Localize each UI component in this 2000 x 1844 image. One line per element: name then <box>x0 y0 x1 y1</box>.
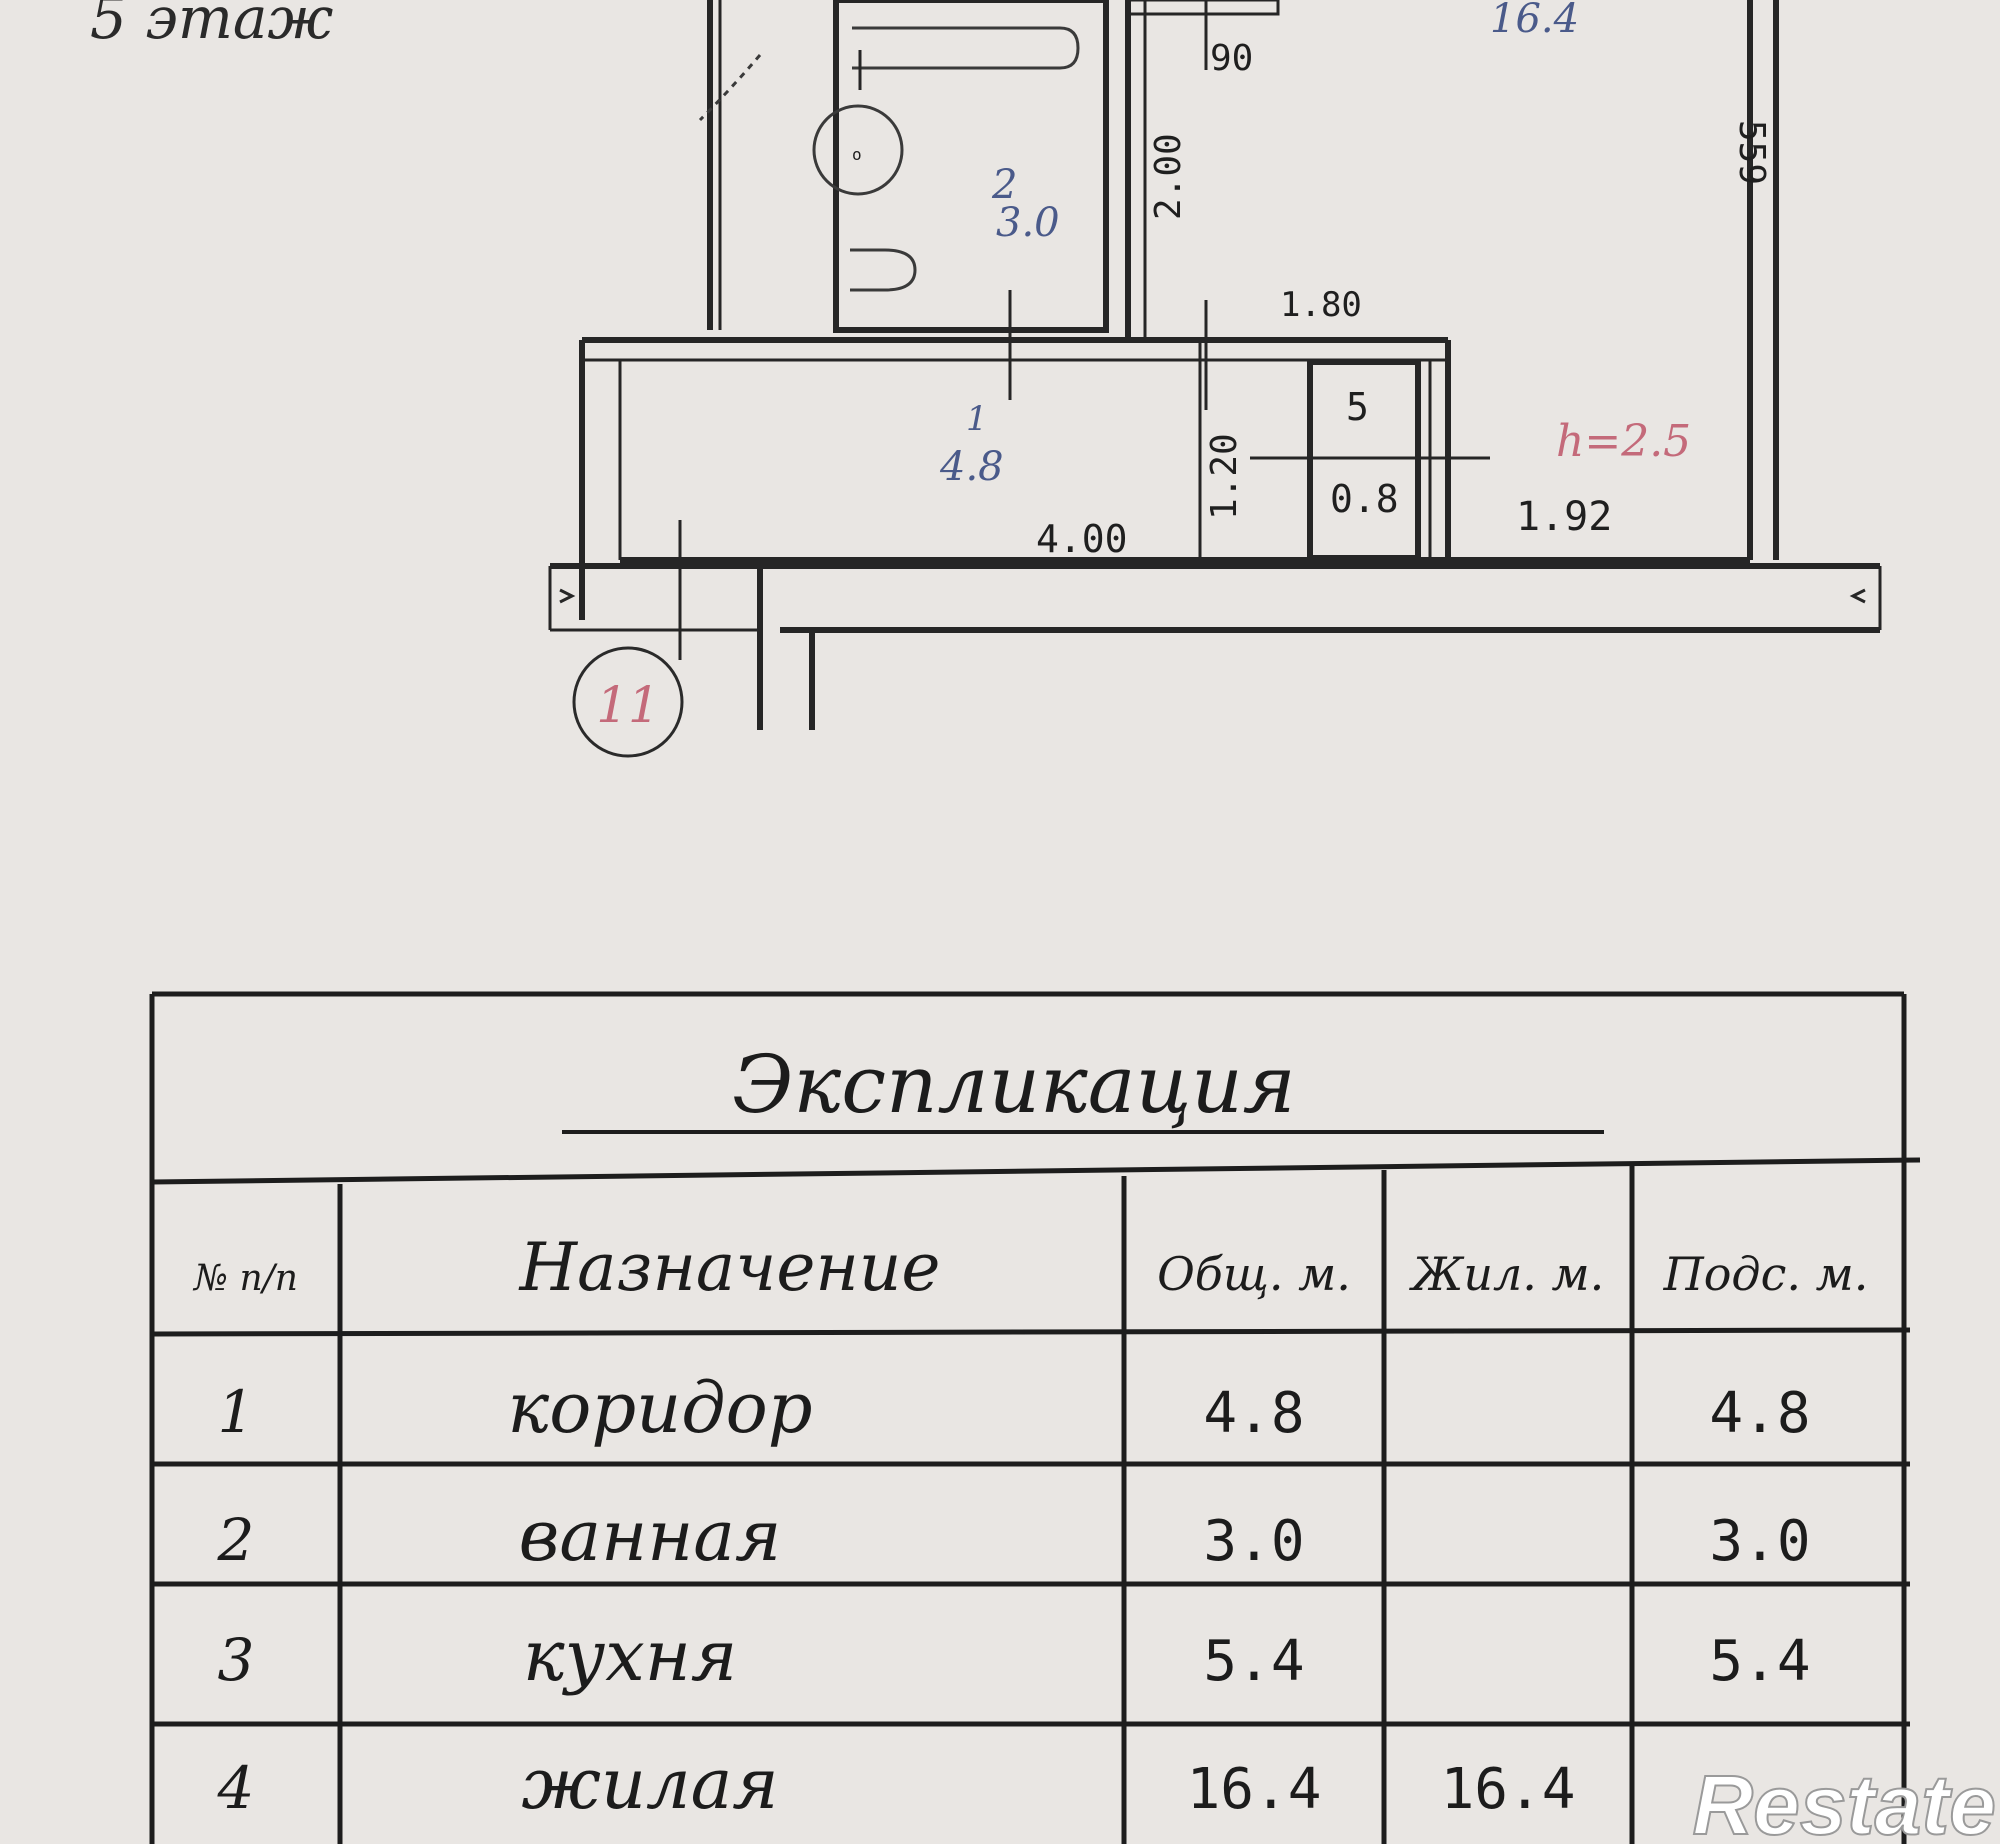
row-2-total: 3.0 <box>1203 1509 1304 1574</box>
storage-room: 5 0.8 <box>1250 359 1490 561</box>
storage-area: 0.8 <box>1330 477 1399 521</box>
row-1-aux: 4.8 <box>1709 1381 1810 1446</box>
dim-4-00: 4.00 <box>1036 517 1128 561</box>
corridor-number: 1 <box>966 399 988 439</box>
svg-text:o: o <box>852 145 862 164</box>
dim-1-20: 1.20 <box>1204 433 1245 520</box>
header-living: Жил. м. <box>1409 1247 1605 1301</box>
row-2-aux: 3.0 <box>1709 1509 1810 1574</box>
bath-area: 3.0 <box>996 200 1060 246</box>
row-1-total: 4.8 <box>1203 1381 1304 1446</box>
dim-2-00: 2.00 <box>1148 133 1189 220</box>
header-purpose: Назначение <box>519 1229 941 1306</box>
row-4-living: 16.4 <box>1441 1757 1576 1822</box>
dim-1-92: 1.92 <box>1516 494 1612 540</box>
table-row: 3 кухня 5.4 5.4 <box>218 1615 1811 1697</box>
floor-label: 5 этаж <box>90 0 333 52</box>
stair-marker-circle <box>572 646 684 758</box>
explication-table-grid <box>149 991 1921 1844</box>
corridor-area: 4.8 <box>939 444 1004 490</box>
header-num: № п/п <box>192 1258 298 1299</box>
row-3-total: 5.4 <box>1203 1629 1304 1694</box>
table-row: 1 коридор 4.8 4.8 <box>218 1367 1811 1449</box>
corridor-walls <box>548 290 1882 730</box>
watermark-logo: Restate <box>1693 1758 1996 1844</box>
table-row: 2 ванная 3.0 3.0 <box>217 1495 1811 1577</box>
bathroom-room: o 2 3.0 <box>812 0 1109 333</box>
storage-number: 5 <box>1346 385 1369 429</box>
dim-90: 90 <box>1210 38 1253 79</box>
ceiling-height-note: h=2.5 <box>1556 416 1691 467</box>
row-3-aux: 5.4 <box>1709 1629 1810 1694</box>
header-aux: Подс. м. <box>1663 1247 1869 1301</box>
left-wall <box>707 0 722 330</box>
right-wall: 559 <box>1731 0 1779 560</box>
row-1-purpose: коридор <box>507 1367 812 1449</box>
kitchen-walls: 90 2.00 16.4 <box>1125 0 1579 340</box>
table-row: 4 жилая 16.4 16.4 <box>217 1743 1576 1825</box>
dim-559: 559 <box>1731 120 1772 185</box>
row-4-purpose: жилая <box>521 1743 778 1825</box>
row-3-num: 3 <box>218 1626 255 1694</box>
dim-1-80: 1.80 <box>1280 285 1362 325</box>
row-3-purpose: кухня <box>523 1615 737 1697</box>
living-area: 16.4 <box>1490 0 1579 42</box>
stair-marker-number: 11 <box>596 676 660 734</box>
header-total: Общ. м. <box>1157 1247 1351 1301</box>
row-2-num: 2 <box>217 1506 255 1574</box>
row-4-total: 16.4 <box>1187 1757 1322 1822</box>
explication-title: Экспликация <box>732 1038 1296 1131</box>
row-4-num: 4 <box>217 1754 255 1822</box>
bath-room-number: 2 <box>991 162 1017 208</box>
row-1-num: 1 <box>218 1378 255 1446</box>
row-2-purpose: ванная <box>519 1495 782 1577</box>
